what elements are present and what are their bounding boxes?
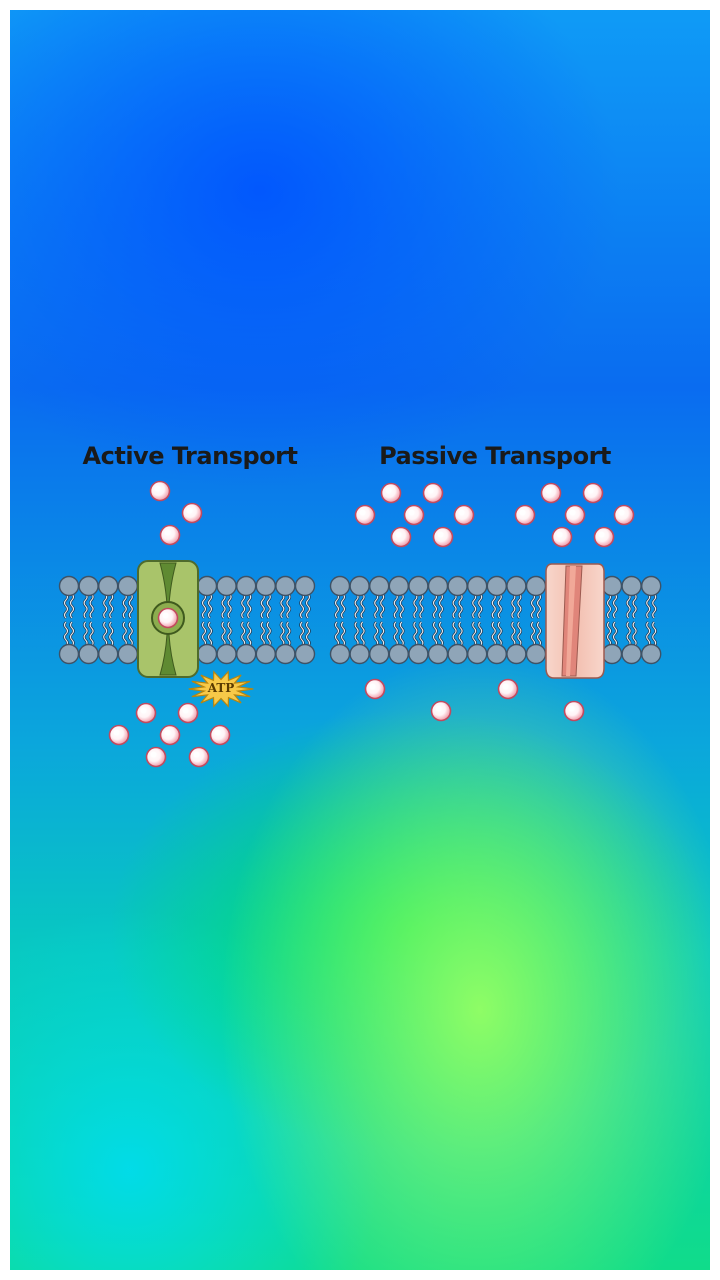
lipid-molecule	[349, 575, 370, 665]
molecule-icon	[135, 702, 157, 724]
molecule-icon	[453, 504, 475, 526]
molecule-icon	[613, 504, 635, 526]
molecule-icon	[177, 702, 199, 724]
molecule-icon	[380, 482, 402, 504]
molecule-icon	[181, 502, 203, 524]
lipid-molecule	[427, 575, 449, 665]
molecule-icon	[390, 526, 412, 548]
molecule-icon	[145, 746, 167, 768]
atp-label: ATP	[207, 681, 235, 695]
lipid-molecule	[275, 575, 296, 665]
lipid-molecule	[467, 575, 488, 665]
molecule-icon	[149, 480, 171, 502]
channel-protein-icon	[545, 563, 605, 679]
lipid-molecule	[117, 575, 139, 665]
lipid-molecule	[235, 575, 257, 665]
molecule-icon	[497, 678, 519, 700]
lipid-molecule	[97, 575, 119, 665]
molecule-icon	[582, 482, 604, 504]
lipid-molecule	[621, 575, 642, 665]
molecule-icon	[209, 724, 231, 746]
molecule-icon	[551, 526, 573, 548]
molecule-icon	[593, 526, 615, 548]
lipid-molecule	[447, 575, 468, 665]
passive-transport-title: Passive Transport	[379, 442, 611, 470]
atp-burst-icon: ATP	[188, 670, 254, 708]
molecules-group	[108, 480, 635, 768]
molecule-icon	[159, 524, 181, 546]
molecule-icon	[354, 504, 376, 526]
background-panel: Active Transport Passive Transport ATP	[10, 10, 710, 1270]
lipid-molecule	[369, 575, 390, 665]
membrane-transport-diagram: Active Transport Passive Transport ATP	[58, 442, 662, 768]
molecule-icon	[364, 678, 386, 700]
lipid-molecule	[58, 575, 80, 665]
molecule-icon	[540, 482, 562, 504]
molecule-icon	[563, 700, 585, 722]
lipid-molecule	[408, 575, 429, 665]
lipid-molecule	[525, 575, 547, 665]
lipid-molecule	[486, 575, 507, 665]
lipid-molecule	[388, 575, 409, 665]
lipid-molecule	[255, 575, 277, 665]
active-transport-title: Active Transport	[83, 442, 298, 470]
lipid-bilayer-left	[58, 575, 316, 665]
molecule-icon	[188, 746, 210, 768]
lipid-molecule	[329, 575, 351, 665]
lipid-molecule	[196, 575, 218, 665]
molecule-icon	[157, 607, 179, 629]
molecule-icon	[108, 724, 130, 746]
lipid-molecule	[216, 575, 237, 665]
lipid-molecule	[294, 575, 316, 665]
molecule-icon	[564, 504, 586, 526]
molecule-icon	[403, 504, 425, 526]
molecule-icon	[422, 482, 444, 504]
lipid-molecule	[601, 575, 623, 665]
lipid-bilayer-right	[329, 575, 662, 665]
lipid-molecule	[641, 575, 662, 665]
molecule-icon	[430, 700, 452, 722]
lipid-molecule	[506, 575, 527, 665]
molecule-icon	[514, 504, 536, 526]
molecule-icon	[432, 526, 454, 548]
lipid-molecule	[78, 575, 99, 665]
molecule-icon	[159, 724, 181, 746]
